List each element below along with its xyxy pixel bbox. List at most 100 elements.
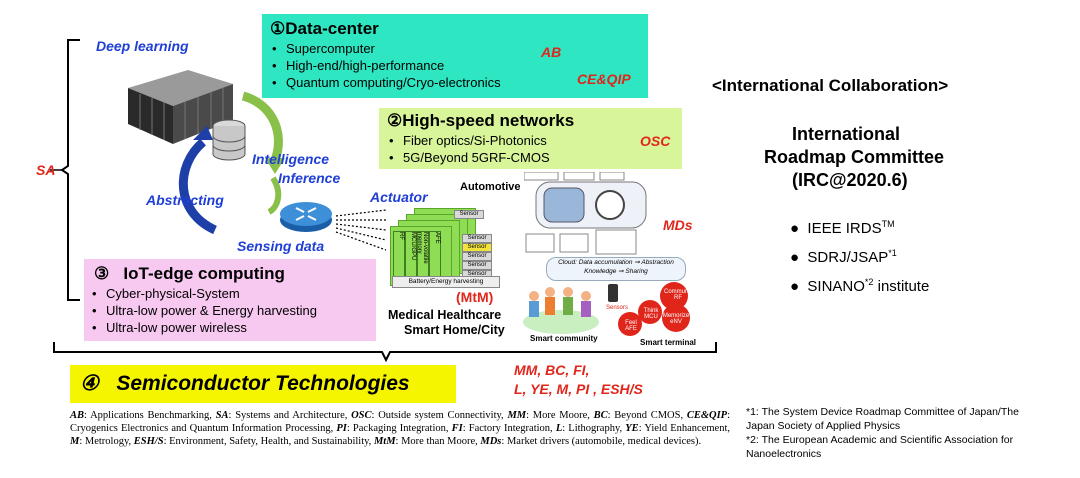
irc-line-3: (IRC@2020.6) (792, 170, 908, 190)
list-item: Fiber optics/Si-Photonics (387, 132, 682, 149)
footnote-abbr: ESH/S (133, 436, 164, 447)
networks-title: ②High-speed networks (387, 111, 575, 130)
right-footnote-1: *1: The System Device Roadmap Committee … (746, 406, 1019, 432)
footnote-abbr: YE (625, 423, 639, 434)
automotive-diagram (524, 172, 647, 255)
smart-terminal-label: Smart terminal (640, 338, 697, 347)
footnote-abbr: L (555, 423, 563, 434)
footnote-abbr: MtM (373, 436, 396, 447)
terminal-feel: Feel AFE (625, 320, 637, 332)
footnote-text: : Yield Enhancement, (638, 423, 730, 434)
smart-community-label: Smart community (530, 334, 598, 343)
inference-label: Inference (278, 170, 341, 186)
terminal-sensors: Sensors (606, 305, 629, 311)
cycle-arrows (178, 91, 285, 235)
abstracting-label: Abstracting (146, 192, 224, 208)
iot-box: ③ IoT-edge computing Cyber-physical-Syst… (84, 259, 376, 341)
sensor-arrows (335, 209, 387, 251)
sensor-row: Sensor (462, 234, 492, 243)
semiconductor-title: ④ Semiconductor Technologies (80, 372, 410, 395)
terminal-think: Think MCU (643, 308, 659, 320)
footnote-text: : More than Moore, (395, 436, 481, 447)
datacenter-list: Supercomputer High-end/high-performance … (270, 40, 648, 91)
iot-list: Cyber-physical-System Ultra-low power & … (90, 285, 376, 336)
footnote-abbr: AB (70, 410, 85, 421)
list-item: Supercomputer (270, 40, 648, 57)
semiconductor-tags-1: MM, BC, FI, (514, 362, 590, 378)
org-list: ● IEEE IRDSTM ● SDRJ/JSAP*1 ● SINANO*2 i… (790, 212, 929, 299)
smart-community-icon (523, 287, 599, 334)
database-icon (212, 119, 246, 161)
sa-label: SA (36, 162, 56, 178)
irc-line-1: International (792, 124, 901, 144)
footnote-text: : Lithography, (562, 423, 626, 434)
footnote-text: : More Moore, (526, 410, 594, 421)
mds-label: MDs (663, 217, 693, 233)
sensor-row: Sensor (462, 261, 492, 270)
footnote-text: : Beyond CMOS, (607, 410, 687, 421)
footnote-abbr: FI (451, 423, 463, 434)
footnote-text: : Market drivers (automobile, medical de… (501, 436, 702, 447)
automotive-label: Automotive (460, 181, 521, 193)
footnote-abbr: MM (507, 410, 527, 421)
osc-tag: OSC (640, 133, 671, 149)
footnote-abbr: OSC (351, 410, 372, 421)
bottom-brace (53, 342, 717, 363)
router-icon (280, 202, 332, 232)
semiconductor-box: ④ Semiconductor Technologies (70, 365, 456, 403)
footnote-text: : Outside system Connectivity, (371, 410, 508, 421)
terminal-communicate: Communicate RF (664, 289, 702, 301)
server-icon (128, 70, 233, 144)
footnote-abbr: SA (215, 410, 229, 421)
right-footnote-2: *2: The European Academic and Scientific… (746, 434, 1014, 460)
footnote-abbr: CE&QIP (686, 410, 728, 421)
iot-title: ③ IoT-edge computing (94, 264, 285, 283)
footnote-abbr: MDs (480, 436, 502, 447)
terminal-memorize: Memorize eNV (662, 313, 690, 325)
footnote-text: : Environment, Safety, Health, and Susta… (163, 436, 374, 447)
cloud-band: Cloud: Data accumulation ⇒ Abstraction K… (546, 257, 686, 281)
datacenter-title: ①Data-center (270, 19, 379, 38)
cloud-text-2: Knowledge ⇒ Sharing (584, 268, 648, 275)
footnote-text: : Metrology, (79, 436, 134, 447)
footnote-text: : Applications Benchmarking, (84, 410, 216, 421)
collaboration-heading: <International Collaboration> (712, 76, 949, 95)
left-brace (50, 39, 80, 301)
mtm-label: (MtM) (456, 289, 494, 305)
org-item: ● SDRJ/JSAP*1 (790, 248, 897, 266)
sensor-row: Sensor (462, 243, 492, 252)
footnote-abbr: BC (593, 410, 608, 421)
list-item: Ultra-low power wireless (90, 319, 376, 336)
card-rf: RF (393, 231, 405, 281)
ceqip-tag: CE&QIP (577, 71, 631, 87)
list-item: Quantum computing/Cryo-electronics (270, 74, 648, 91)
networks-box: ②High-speed networks Fiber optics/Si-Pho… (379, 108, 682, 169)
smart-terminal-icon (608, 282, 690, 336)
footnote-text: : Packaging Integration, (346, 423, 452, 434)
org-item: ● IEEE IRDSTM (790, 219, 895, 237)
list-item: Ultra-low power & Energy harvesting (90, 302, 376, 319)
abbreviation-footnote: AB: Applications Benchmarking, SA: Syste… (70, 409, 730, 448)
battery-label: Battery/Energy harvesting (392, 276, 500, 288)
smart-home-label: Smart Home/City (404, 323, 505, 337)
datacenter-box: ①Data-center Supercomputer High-end/high… (262, 14, 648, 98)
medical-label: Medical Healthcare (388, 308, 502, 322)
sensing-data-label: Sensing data (237, 238, 325, 254)
card-afe: AFE (429, 231, 441, 281)
irc-line-2: Roadmap Committee (764, 147, 945, 167)
networks-list: Fiber optics/Si-Photonics 5G/Beyond 5GRF… (387, 132, 682, 166)
list-item: High-end/high-performance (270, 57, 648, 74)
list-item: 5G/Beyond 5GRF-CMOS (387, 149, 682, 166)
intelligence-label: Intelligence (252, 151, 330, 167)
actuator-label: Actuator (370, 189, 428, 205)
footnote-abbr: M (70, 436, 80, 447)
semiconductor-tags-2: L, YE, M, PI , ESH/S (514, 381, 643, 397)
cloud-text-1: Cloud: Data accumulation ⇒ Abstraction (558, 259, 674, 266)
footnote-text: : Systems and Architecture, (228, 410, 352, 421)
sensor-row: Sensor (462, 252, 492, 261)
footnote-abbr: PI (336, 423, 347, 434)
card-memory: Non-volatile memory (416, 231, 429, 281)
list-item: Cyber-physical-System (90, 285, 376, 302)
deep-learning-label: Deep learning (96, 38, 189, 54)
org-item: ● SINANO*2 institute (790, 277, 930, 295)
